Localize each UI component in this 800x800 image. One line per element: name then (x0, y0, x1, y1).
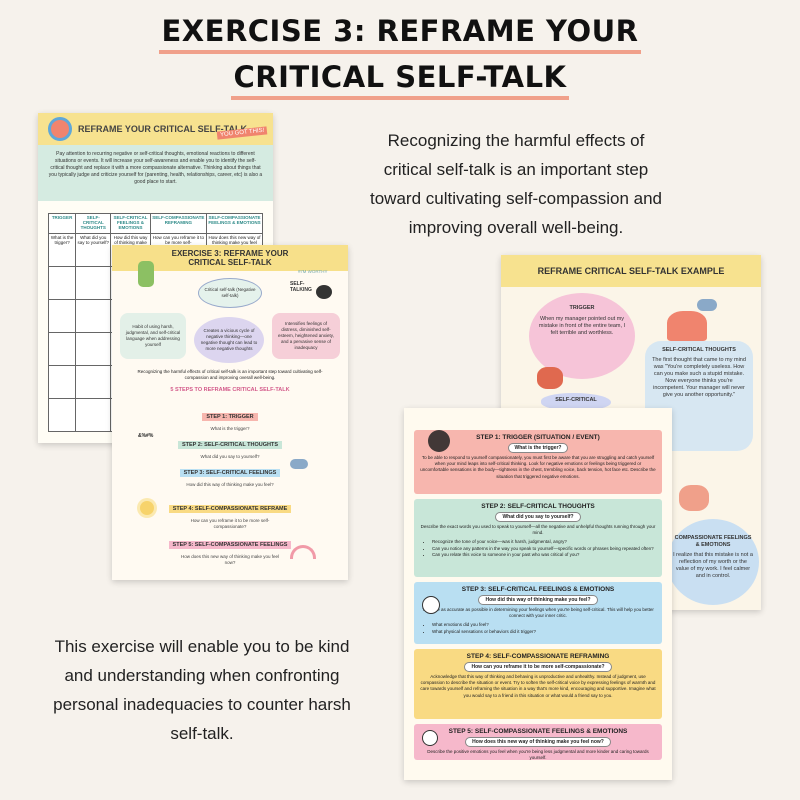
example-title: REFRAME CRITICAL SELF-TALK EXAMPLE (501, 255, 761, 287)
step-title: STEP 3: SELF-CRITICAL FEELINGS & EMOTION… (461, 586, 615, 593)
sticker: SELF-TALKING (290, 281, 312, 293)
rain-cloud-icon (697, 299, 717, 311)
intro-text: Recognizing the harmful effects of criti… (370, 131, 662, 237)
list-item: What physical sensations or behaviors di… (432, 629, 656, 635)
scomp-cloud: COMPASSIONATE FEELINGS & EMOTIONS I real… (667, 519, 759, 605)
prompt-cell: What is the trigger? (47, 233, 77, 267)
col-header: SELF-CRITICAL THOUGHTS (75, 213, 112, 234)
scribble-icon (428, 430, 450, 452)
step-title: STEP 4: SELF-COMPASSIONATE REFRAMING (466, 653, 610, 660)
step-question: What is the trigger? (507, 443, 569, 453)
steps-heading: 5 STEPS TO REFRAME CRITICAL SELF-TALK (170, 387, 290, 393)
prompt-cell: What did you say to yourself? (75, 233, 112, 267)
col-header: SELF-CRITICAL FEELINGS & EMOTIONS (110, 213, 151, 234)
list-item: Can you notice any patterns in the way y… (432, 546, 656, 552)
step-desc: Try to be as accurate as possible in det… (422, 607, 654, 619)
rainbow-icon (290, 545, 316, 559)
title-line-2: CRITICAL SELF-TALK (231, 60, 569, 100)
step-bullets: Recognize the tone of your voice—was it … (432, 539, 656, 558)
center-bubble: Critical self-talk (Negative self-talk) (198, 278, 262, 308)
sun-icon (140, 501, 154, 515)
step-desc: Acknowledge that this way of thinking an… (420, 674, 656, 698)
ex-step-1: STEP 1: TRIGGER What is the trigger? (112, 405, 348, 432)
steps-page: STEP 1: TRIGGER (SITUATION / EVENT) What… (404, 408, 672, 780)
list-item: Recognize the tone of your voice—was it … (432, 539, 656, 545)
step-box-4: STEP 4: SELF-COMPASSIONATE REFRAMING How… (414, 649, 662, 719)
middle-bubble: Creates a vicious cycle of negative thin… (194, 317, 264, 363)
outro-text: This exercise will enable you to be kind… (53, 637, 351, 743)
ex-step-3: STEP 3: SELF-CRITICAL FEELINGS How did t… (112, 461, 348, 488)
calm-person-icon (679, 485, 709, 511)
ex-step-2: STEP 2: SELF-CRITICAL THOUGHTS What did … (112, 433, 348, 460)
step-desc: To be able to respond to yourself compas… (420, 455, 656, 479)
face-icon (316, 285, 332, 299)
step-question: How does this new way of thinking make y… (465, 737, 611, 747)
step-desc: Describe the positive emotions you feel … (427, 749, 649, 761)
exercise-page: EXERCISE 3: REFRAME YOUR CRITICAL SELF-T… (112, 245, 348, 580)
phone-character-icon (138, 261, 154, 287)
worksheet-intro: Pay attention to recurring negative or s… (38, 145, 273, 201)
step-question: What did you say to yourself? (495, 512, 581, 522)
sad-person-icon (667, 311, 707, 341)
col-header: SELF-COMPASSIONATE REFRAMING (149, 213, 207, 234)
step-title: STEP 1: TRIGGER (SITUATION / EVENT) (476, 434, 600, 441)
list-item: What emotions did you feel? (432, 622, 656, 628)
step-question: How can you reframe it to be more self-c… (464, 662, 612, 672)
step-desc: Describe the exact words you used to spe… (420, 524, 656, 536)
step-bullets: What emotions did you feel? What physica… (432, 622, 656, 634)
ex-step-5: STEP 5: SELF-COMPASSIONATE FEELINGS How … (112, 533, 348, 566)
title-line-1: EXERCISE 3: REFRAME YOUR (159, 14, 641, 54)
step-question: How did this way of thinking make you fe… (478, 595, 598, 605)
trigger-cloud: TRIGGER When my manager pointed out my m… (529, 293, 635, 379)
person-icon (537, 367, 563, 389)
col-header: SELF-COMPASSIONATE FEELINGS & EMOTIONS (205, 213, 264, 234)
list-item: Can you relate this voice to someone in … (432, 552, 656, 558)
step-title: STEP 5: SELF-COMPASSIONATE FEELINGS & EM… (448, 728, 628, 735)
curse-symbol: &%#% (138, 433, 154, 439)
step-box-1: STEP 1: TRIGGER (SITUATION / EVENT) What… (414, 430, 662, 494)
page-title: EXERCISE 3: REFRAME YOUR CRITICAL SELF-T… (0, 14, 800, 100)
left-bubble: Habit of using harsh, judgmental, and se… (120, 313, 186, 359)
step-box-5: STEP 5: SELF-COMPASSIONATE FEELINGS & EM… (414, 724, 662, 760)
step-box-3: STEP 3: SELF-CRITICAL FEELINGS & EMOTION… (414, 582, 662, 644)
right-bubble: Intensifies feelings of distress, dimini… (272, 313, 340, 359)
col-header: TRIGGER (47, 213, 77, 234)
step-box-2: STEP 2: SELF-CRITICAL THOUGHTS What did … (414, 499, 662, 577)
summary: Recognizing the harmful effects of criti… (137, 369, 323, 380)
sad-face-icon (422, 596, 440, 614)
rain-cloud-icon (290, 459, 308, 469)
step-title: STEP 2: SELF-CRITICAL THOUGHTS (481, 503, 595, 510)
heart-icon (48, 117, 72, 141)
happy-face-icon (422, 730, 438, 746)
scf-cloud: SELF-CRITICAL (541, 393, 611, 411)
ex-step-4: STEP 4: SELF-COMPASSIONATE REFRAME How c… (112, 497, 348, 530)
hashtag: #I'M WORTHY (298, 269, 328, 274)
